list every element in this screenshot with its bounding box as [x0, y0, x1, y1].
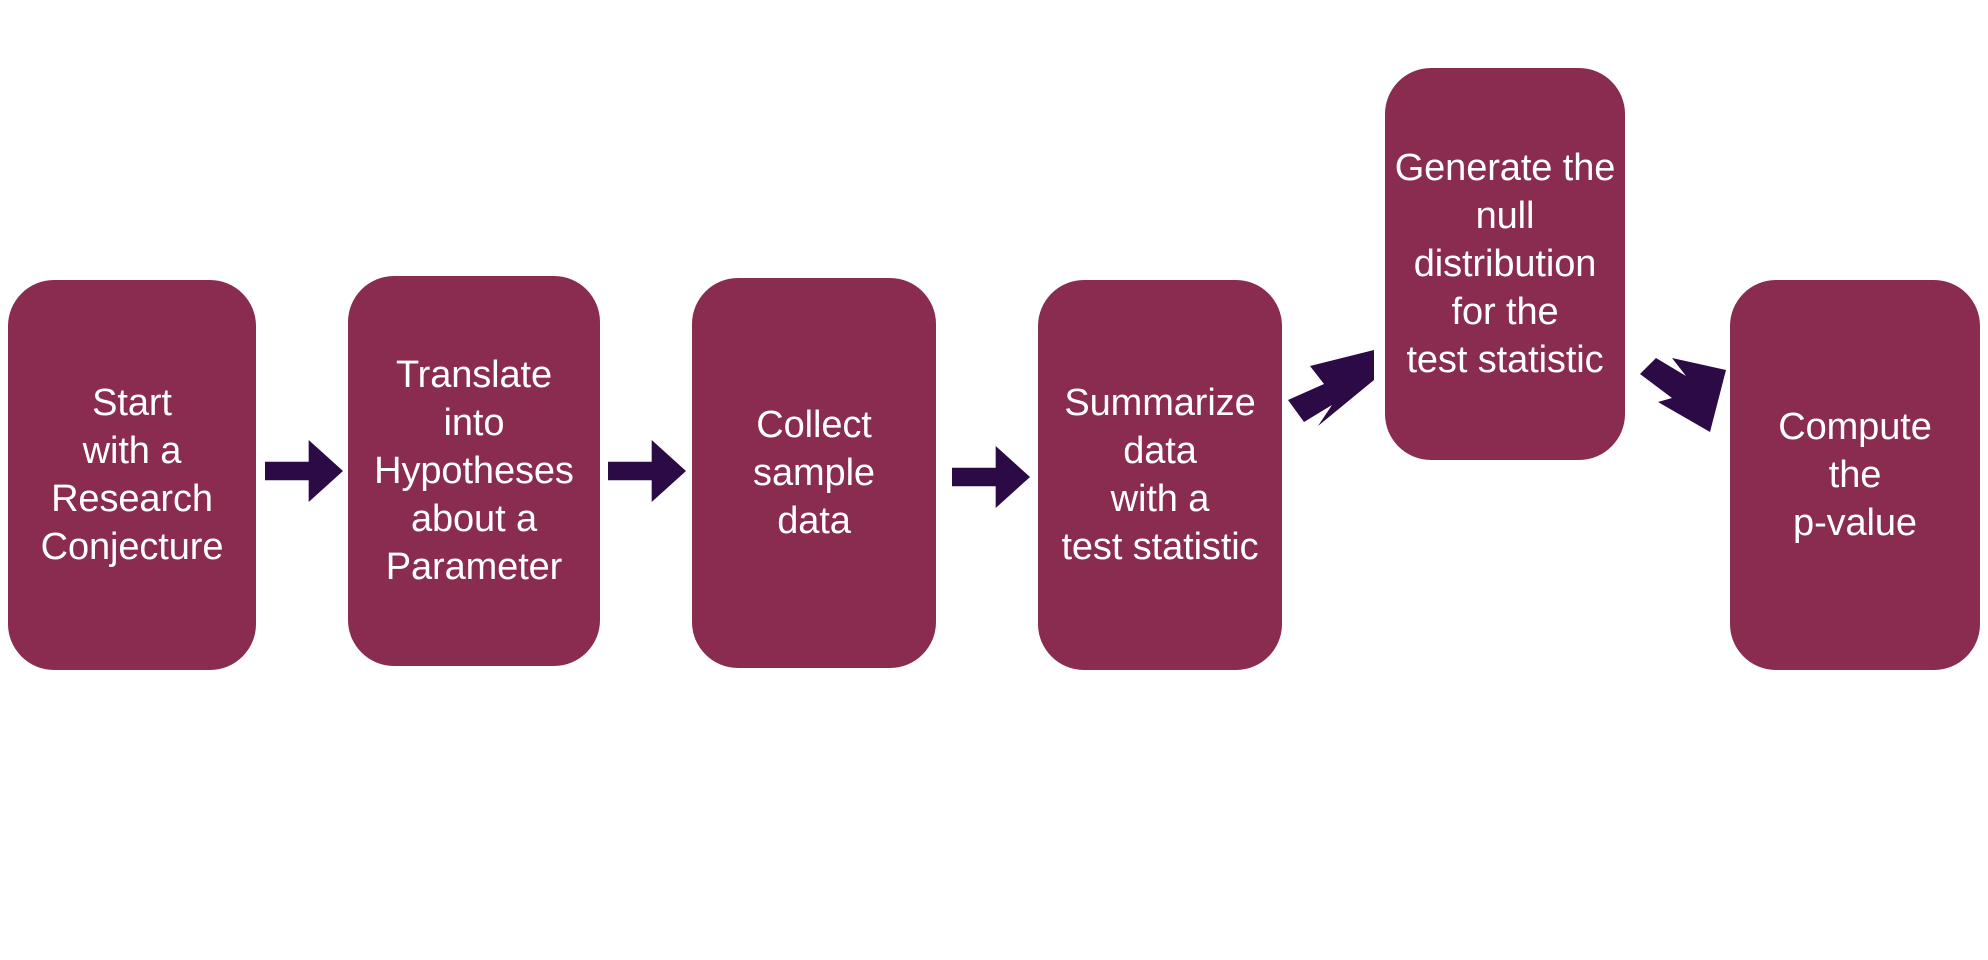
arrow-collect-to-summarize	[952, 446, 1030, 508]
arrow-conjecture-to-hypotheses	[265, 440, 343, 502]
arrow-generate-to-p-value	[1640, 358, 1730, 436]
node-compute-p-value-label: Compute the p-value	[1778, 406, 1932, 544]
arrow-hypotheses-to-collect	[608, 440, 686, 502]
node-summarize-test-statistic[interactable]: Summarize data with a test statistic	[1038, 280, 1282, 670]
node-compute-p-value[interactable]: Compute the p-value	[1730, 280, 1980, 670]
arrow-summarize-to-generate	[1288, 348, 1378, 426]
node-generate-null-distribution-label: Generate the null distribution for the t…	[1394, 147, 1616, 381]
node-generate-null-distribution[interactable]: Generate the null distribution for the t…	[1385, 68, 1625, 460]
node-collect-sample-data[interactable]: Collect sample data	[692, 278, 936, 668]
node-research-conjecture-label: Start with a Research Conjecture	[40, 382, 224, 568]
node-translate-hypotheses-label: Translate into Hypotheses about a Parame…	[374, 354, 574, 588]
node-translate-hypotheses[interactable]: Translate into Hypotheses about a Parame…	[348, 276, 600, 666]
node-summarize-test-statistic-label: Summarize data with a test statistic	[1061, 382, 1259, 568]
node-collect-sample-data-label: Collect sample data	[753, 404, 875, 542]
node-research-conjecture[interactable]: Start with a Research Conjecture	[8, 280, 256, 670]
